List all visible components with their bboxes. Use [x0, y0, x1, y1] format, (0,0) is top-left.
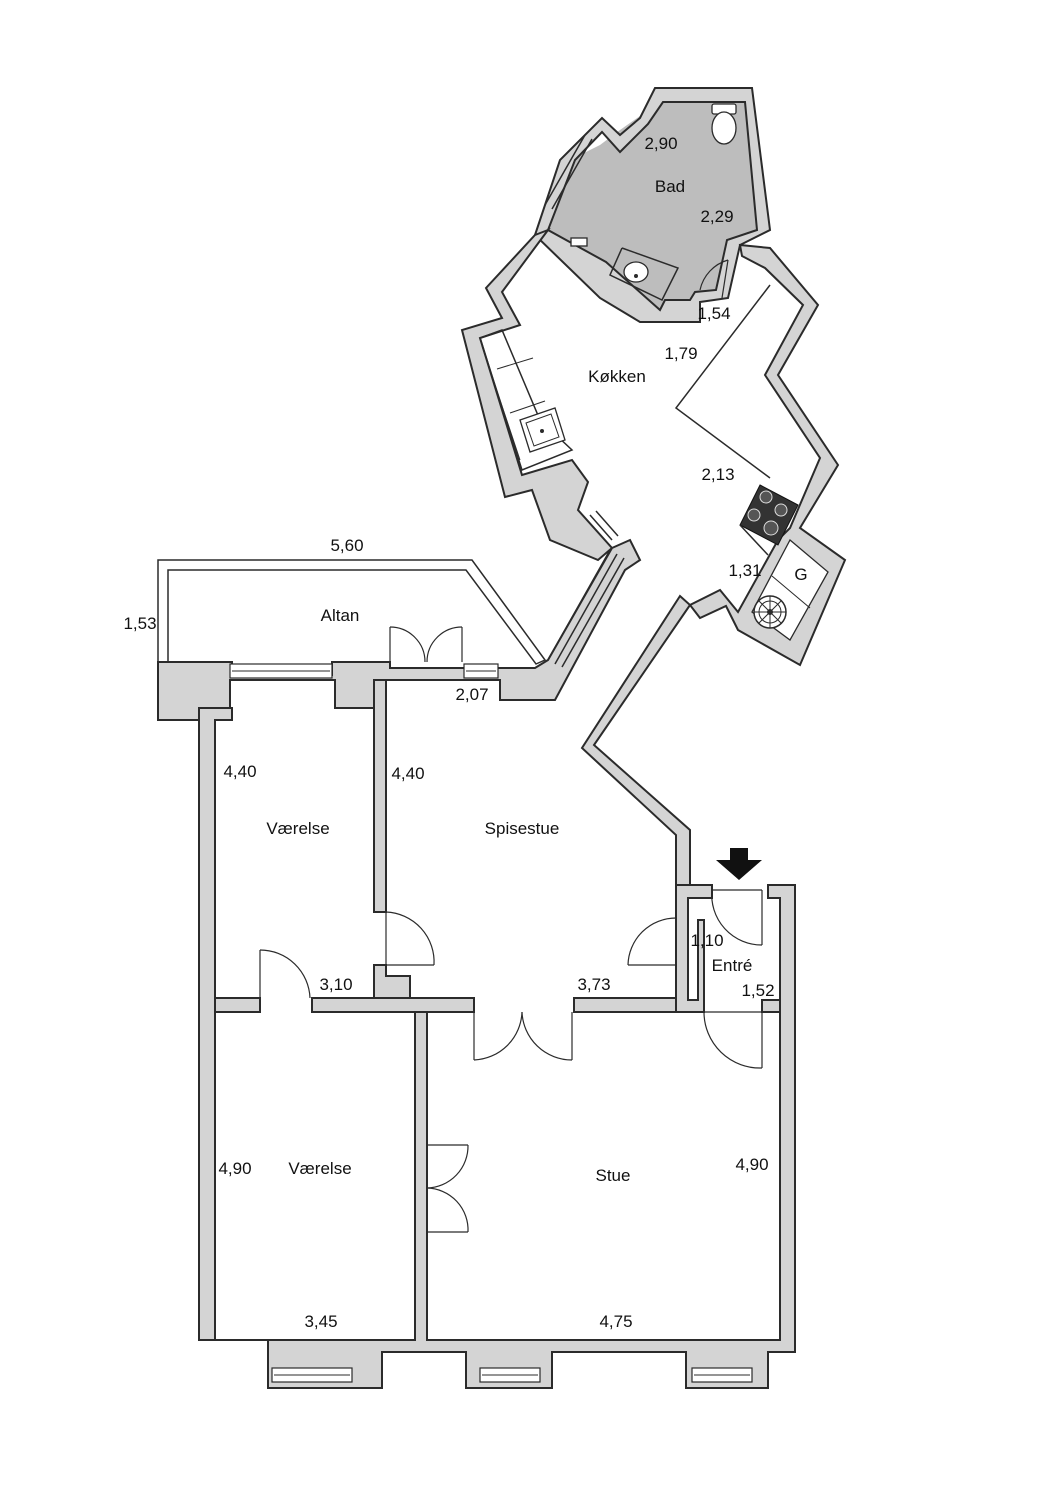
dim-altan-length: 5,60 [330, 536, 363, 555]
kitchen-counter [479, 329, 574, 471]
kitchen-wall-left [460, 227, 614, 562]
bottom-windows [271, 1367, 753, 1383]
sink-icon [519, 407, 566, 453]
door-entry-stue [703, 1011, 763, 1069]
room-label-entre: Entré [712, 956, 753, 975]
dim-stue-depth: 4,90 [735, 1155, 768, 1174]
room-label-bad: Bad [655, 177, 685, 196]
room-label-vaerelse-bottom: Værelse [288, 1159, 351, 1178]
dim-kokken-depth: 2,13 [701, 465, 734, 484]
dim-vaerelse-top-width: 3,10 [319, 975, 352, 994]
toilet-icon [711, 103, 737, 145]
washbasin-icon [609, 247, 680, 301]
tap-icon [570, 237, 588, 247]
dim-vaerelse-bottom-width: 3,45 [304, 1312, 337, 1331]
kitchen-window [547, 510, 625, 668]
dim-vaerelse-top-depth: 4,40 [223, 762, 256, 781]
gas-meter-label: G [794, 565, 807, 584]
bathroom-door [699, 259, 729, 299]
dim-entre-width: 1,10 [690, 931, 723, 950]
wall-vaerelse-spisestue-low [373, 964, 411, 999]
dim-spisestue-width: 3,73 [577, 975, 610, 994]
room-label-spisestue: Spisestue [485, 819, 560, 838]
door-entry-spisestue [627, 917, 677, 966]
dim-kokken-end: 1,31 [728, 561, 761, 580]
dim-bad-width: 2,90 [644, 134, 677, 153]
dim-spisestue-depth: 4,40 [391, 764, 424, 783]
room-label-kokken: Køkken [588, 367, 646, 386]
stove-icon [739, 484, 799, 546]
door-entry-front [711, 889, 763, 946]
stove-counter-edge [739, 524, 769, 556]
balcony-window [229, 663, 499, 679]
entrance-arrow-icon [716, 848, 762, 880]
dim-bad-door: 1,54 [697, 304, 730, 323]
dim-altan-door: 2,07 [455, 685, 488, 704]
door-vaerelse-top-bottom [259, 949, 311, 999]
dim-altan-depth: 1,53 [123, 614, 156, 633]
room-label-vaerelse-top: Værelse [266, 819, 329, 838]
dim-vaerelse-bottom-depth: 4,90 [218, 1159, 251, 1178]
dim-entre-depth: 1,52 [741, 981, 774, 1000]
fan-icon [753, 595, 787, 629]
room-label-altan: Altan [321, 606, 360, 625]
dim-bad-depth: 2,29 [700, 207, 733, 226]
door-vaerelse-stue [426, 1144, 469, 1233]
dim-kokken-width: 1,79 [664, 344, 697, 363]
balcony-wall-bottom [157, 538, 642, 721]
door-vaerelse-top [385, 911, 435, 966]
balcony-double-door [389, 626, 463, 663]
room-label-stue: Stue [596, 1166, 631, 1185]
dim-stue-width: 4,75 [599, 1312, 632, 1331]
door-spisestue-stue [473, 1011, 573, 1061]
bathroom-wall [533, 87, 772, 323]
wall-vaerelse-spisestue [373, 679, 387, 913]
bathroom-window [544, 134, 593, 210]
main-outer-wall [198, 707, 796, 1389]
kitchen-counter-right [674, 284, 771, 479]
kitchen-wall-diagonal [580, 594, 692, 886]
